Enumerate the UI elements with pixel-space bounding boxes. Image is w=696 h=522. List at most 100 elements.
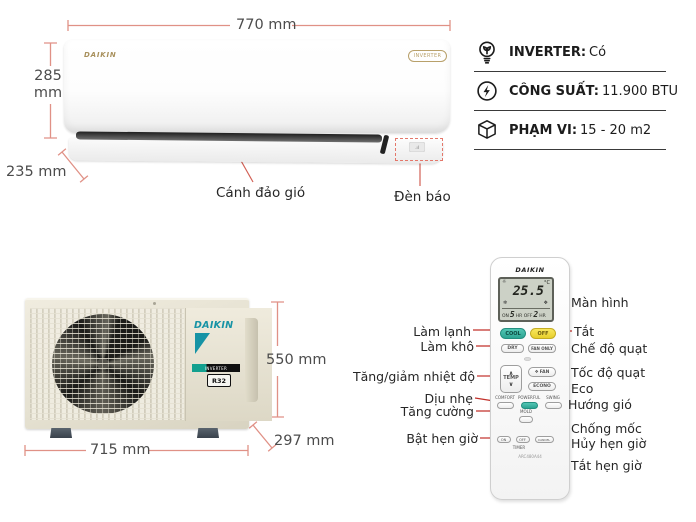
indoor-indicator-light: .ıl (409, 142, 425, 152)
temp-label: TEMP (503, 375, 519, 382)
remote-daikin-logo: DAIKIN (515, 266, 545, 274)
indoor-height-dimension: 285 mm (28, 68, 68, 101)
mold-label: MOLD (520, 409, 532, 414)
callout-fan-speed: Tốc độ quạt (571, 365, 646, 380)
spec-row-inverter: INVERTER:Có (474, 33, 666, 72)
fan-only-button[interactable]: FAN ONLY (528, 344, 556, 353)
spec-text: CÔNG SUẤT:11.900 BTU (509, 84, 678, 99)
outdoor-r32-badge: R32 (207, 374, 231, 387)
spec-value: 15 - 20 m2 (580, 122, 652, 138)
fan-speed-icon: ❖ (534, 369, 539, 375)
callout-comfort: Dịu nhẹ (424, 391, 473, 406)
capacity-bolt-icon (474, 78, 500, 104)
powerful-label: POWERFUL (518, 395, 541, 400)
inverter-bulb-icon (474, 39, 500, 65)
lcd-temp-unit: °C (544, 280, 550, 286)
timer-cancel-button[interactable]: CANCEL (534, 436, 554, 443)
spec-label: CÔNG SUẤT: (509, 83, 600, 99)
coverage-cube-icon (474, 117, 500, 143)
timer-on-button[interactable]: ON (496, 436, 511, 443)
callout-timer-cancel: Hủy hẹn giờ (571, 436, 647, 451)
powerful-button[interactable] (520, 401, 538, 409)
callout-swing: Hướng gió (568, 397, 632, 412)
temp-up-icon[interactable]: ∧ (508, 369, 514, 377)
cool-button[interactable]: COOL (500, 328, 526, 339)
spec-label: PHẠM VI: (509, 122, 578, 138)
timer-off-group: OFF (514, 435, 531, 443)
callout-dry: Làm khô (420, 339, 474, 354)
indoor-unit-body (64, 40, 450, 133)
spec-value: Có (589, 44, 607, 60)
callout-off: Tắt (574, 324, 595, 339)
lcd-timer-on-hours: 5 (509, 310, 515, 319)
spec-row-coverage: PHẠM VI:15 - 20 m2 (474, 111, 666, 150)
callout-eco: Eco (571, 381, 594, 396)
lcd-mid-row: ❄ ❖ (500, 299, 552, 306)
spec-label: INVERTER: (509, 44, 587, 60)
callout-mold: Chống mốc (571, 421, 642, 436)
remote-model-number: ARC480A44 (518, 454, 542, 459)
lcd-timer-on-label: ON (502, 314, 509, 319)
callout-temp: Tăng/giảm nhiệt độ (352, 369, 475, 384)
indoor-inverter-badge: INVERTER (408, 50, 447, 62)
remote-control: DAIKIN ☼ 25.5°C ❄ ❖ ON 5 HR OFF 2 HR COO… (490, 257, 570, 500)
timer-label: TIMER (512, 445, 526, 450)
powerful-button-group: POWERFUL (518, 395, 541, 409)
outdoor-depth-dimension: 297 mm (274, 433, 335, 449)
lcd-timer-hr-label: HR (539, 314, 546, 319)
outdoor-daikin-logo: DAIKIN (194, 320, 234, 331)
spec-list: INVERTER:Có CÔNG SUẤT:11.900 BTU PHẠM VI… (474, 33, 678, 150)
lcd-temp-value: 25.5 (512, 284, 544, 299)
indicator-highlight-box (395, 138, 443, 161)
outdoor-grille-stripes (30, 308, 184, 420)
comfort-button-group: COMFORT (494, 395, 516, 409)
mold-button[interactable] (519, 415, 533, 423)
temp-rocker-button[interactable]: ∧ TEMP ∨ (500, 365, 522, 393)
lcd-fan-icon: ❖ (543, 300, 548, 306)
swing-button-group: SWING (542, 395, 564, 409)
lcd-top-row: ☼ 25.5°C (500, 279, 552, 299)
callout-timer-on: Bật hẹn giờ (406, 431, 478, 446)
callout-powerful: Tăng cường (400, 404, 474, 419)
power-off-button[interactable]: OFF (530, 328, 556, 339)
outdoor-width-dimension: 715 mm (90, 442, 151, 458)
lcd-timer-off-hours: 2 (533, 310, 539, 319)
remote-lcd-screen: ☼ 25.5°C ❄ ❖ ON 5 HR OFF 2 HR (498, 277, 554, 322)
outdoor-foot-left (50, 428, 72, 438)
spec-value: 11.900 BTU (602, 83, 679, 99)
callout-screen: Màn hình (571, 295, 629, 310)
lcd-timer-hr-off-label: HR OFF (515, 314, 533, 319)
lcd-mode-icon: ☼ (502, 279, 507, 285)
lcd-snow-icon: ❄ (503, 300, 508, 306)
temp-down-icon[interactable]: ∨ (508, 380, 514, 388)
comfort-label: COMFORT (495, 395, 515, 400)
outdoor-height-dimension: 550 mm (266, 352, 327, 368)
fan-speed-button[interactable]: ❖ FAN (528, 367, 556, 377)
spec-row-capacity: CÔNG SUẤT:11.900 BTU (474, 72, 678, 111)
indoor-height-unit: mm (33, 84, 63, 101)
outdoor-side-panel: DAIKIN INVERTER R32 (185, 308, 272, 421)
swing-label: SWING (546, 395, 560, 400)
mold-button-group: MOLD (515, 409, 537, 423)
swing-button[interactable] (544, 401, 562, 409)
outdoor-foot-right (197, 428, 219, 438)
dry-button[interactable]: DRY (501, 344, 524, 353)
outdoor-unit-illustration: DAIKIN INVERTER R32 (25, 298, 272, 438)
indoor-height-value: 285 (34, 68, 62, 84)
econo-button[interactable]: ECONO (528, 382, 556, 391)
lcd-temperature: 25.5°C (513, 280, 550, 299)
fan-label: FAN (539, 369, 550, 375)
callout-cool: Làm lạnh (413, 324, 471, 339)
indicator-label: Đèn báo (394, 189, 451, 205)
lcd-timer-row: ON 5 HR OFF 2 HR (502, 308, 550, 319)
indoor-depth-dimension: 235 mm (6, 164, 67, 180)
timer-off-button[interactable]: OFF (515, 436, 530, 443)
callout-fan-mode: Chế độ quạt (571, 341, 648, 356)
spec-text: INVERTER:Có (509, 45, 606, 60)
spec-text: PHẠM VI:15 - 20 m2 (509, 123, 651, 138)
comfort-button[interactable] (496, 401, 514, 409)
timer-cancel-group: CANCEL (534, 435, 554, 443)
louver-label: Cánh đảo gió (216, 185, 306, 201)
indoor-daikin-logo: DAIKIN (84, 51, 117, 59)
